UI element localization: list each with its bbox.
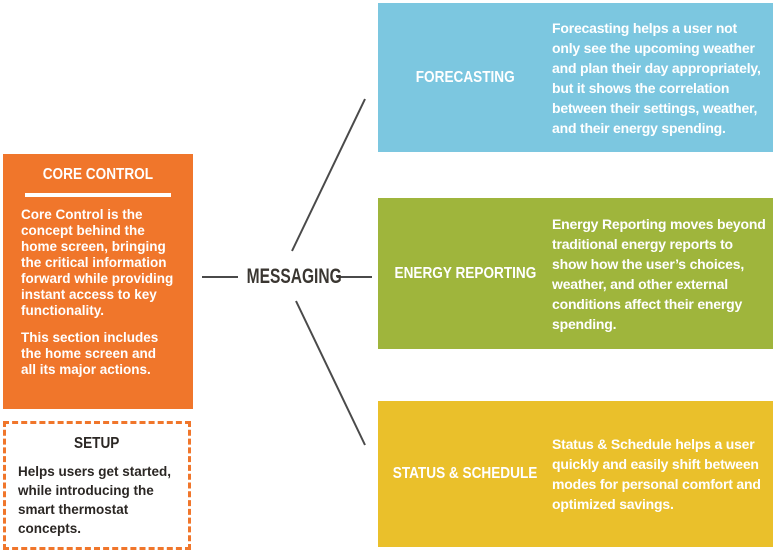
status-schedule-description: Status & Schedule helps a user quickly a… [552,436,761,512]
energy-reporting-box: ENERGY REPORTING Energy Reporting moves … [378,198,773,349]
connector-up-diagonal [291,98,366,252]
energy-reporting-title-text: ENERGY REPORTING [394,264,536,282]
connector-down-diagonal [295,300,366,446]
status-schedule-title-text: STATUS & SCHEDULE [392,465,538,482]
energy-reporting-description: Energy Reporting moves beyond traditiona… [552,215,766,332]
core-control-paragraph-1: Core Control is the concept behind the h… [21,207,174,318]
forecasting-description: Forecasting helps a user not only see th… [552,19,761,136]
core-control-paragraph-2: This section includes the home screen an… [21,330,159,377]
setup-box: SETUP Helps users get started, while int… [3,421,191,550]
setup-description: Helps users get started, while introduci… [18,464,172,536]
forecasting-title-text: FORECASTING [415,68,515,86]
messaging-label: MESSAGING [230,264,346,289]
forecasting-title: FORECASTING [378,69,552,87]
title-underline-rule [24,193,171,197]
forecasting-box: FORECASTING Forecasting helps a user not… [378,3,773,152]
status-schedule-title: STATUS & SCHEDULE [378,465,552,483]
setup-title-text: SETUP [74,435,120,452]
energy-reporting-title: ENERGY REPORTING [378,265,552,283]
core-control-title-text: CORE CONTROL [42,166,153,183]
core-control-box: CORE CONTROL Core Control is the concept… [3,154,193,409]
status-schedule-box: STATUS & SCHEDULE Status & Schedule help… [378,401,773,547]
messaging-label-text: MESSAGING [246,265,342,288]
setup-title: SETUP [6,435,188,453]
core-control-title: CORE CONTROL [21,166,174,184]
